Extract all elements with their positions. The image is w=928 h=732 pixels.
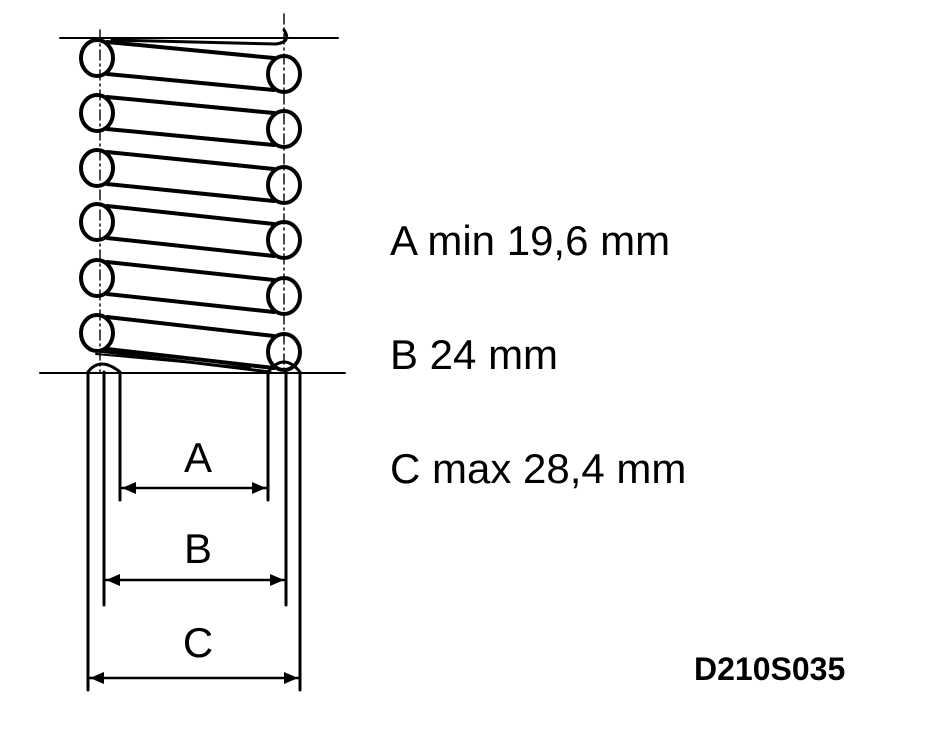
coil-section-right [266, 332, 302, 372]
figure-code: D210S035 [694, 651, 846, 687]
arrowhead-a-left [122, 482, 136, 494]
spec-c-max: C max 28,4 mm [390, 445, 687, 492]
coil-section-left [79, 313, 115, 353]
wire-legs [86, 360, 302, 692]
coil-wire-upper [105, 150, 276, 171]
arrowhead-c-left [90, 672, 104, 684]
arrowhead-b-left [106, 574, 120, 586]
coil-wire-lower [105, 182, 276, 203]
spring-coils [79, 38, 302, 372]
coil-wire-upper [105, 260, 276, 282]
coil-section-right [266, 220, 302, 260]
bottom-end-turn-2 [95, 353, 251, 369]
coil-wire-upper [105, 95, 276, 115]
dimension-label-a: A [184, 434, 212, 481]
coil-wire-lower [105, 236, 276, 258]
coil-section-right [266, 109, 302, 149]
coil-section-left [79, 148, 115, 188]
coil-section-left [79, 202, 115, 242]
coil-wire-lower [105, 347, 276, 370]
coil-section-left [79, 93, 115, 133]
coil-section-left [79, 258, 115, 298]
coil-wire-lower [105, 127, 276, 147]
arrowhead-b-right [270, 574, 284, 586]
dimension-label-b: B [184, 525, 212, 572]
coil-wire-lower [105, 72, 276, 92]
coil-section-right [266, 165, 302, 205]
spec-a-min: A min 19,6 mm [390, 217, 671, 264]
coil-section-left [79, 38, 115, 78]
arrowhead-a-right [252, 482, 266, 494]
dimension-label-c: C [183, 619, 213, 666]
spec-b-nominal: B 24 mm [390, 331, 559, 378]
coil-section-right [266, 54, 302, 94]
coil-wire-lower [105, 292, 276, 314]
coil-wire-upper [105, 204, 276, 226]
arrowhead-c-right [284, 672, 298, 684]
coil-section-right [266, 276, 302, 316]
coil-wire-upper [105, 40, 276, 60]
coil-wire-upper [105, 315, 276, 338]
top-end-turn [110, 28, 289, 46]
